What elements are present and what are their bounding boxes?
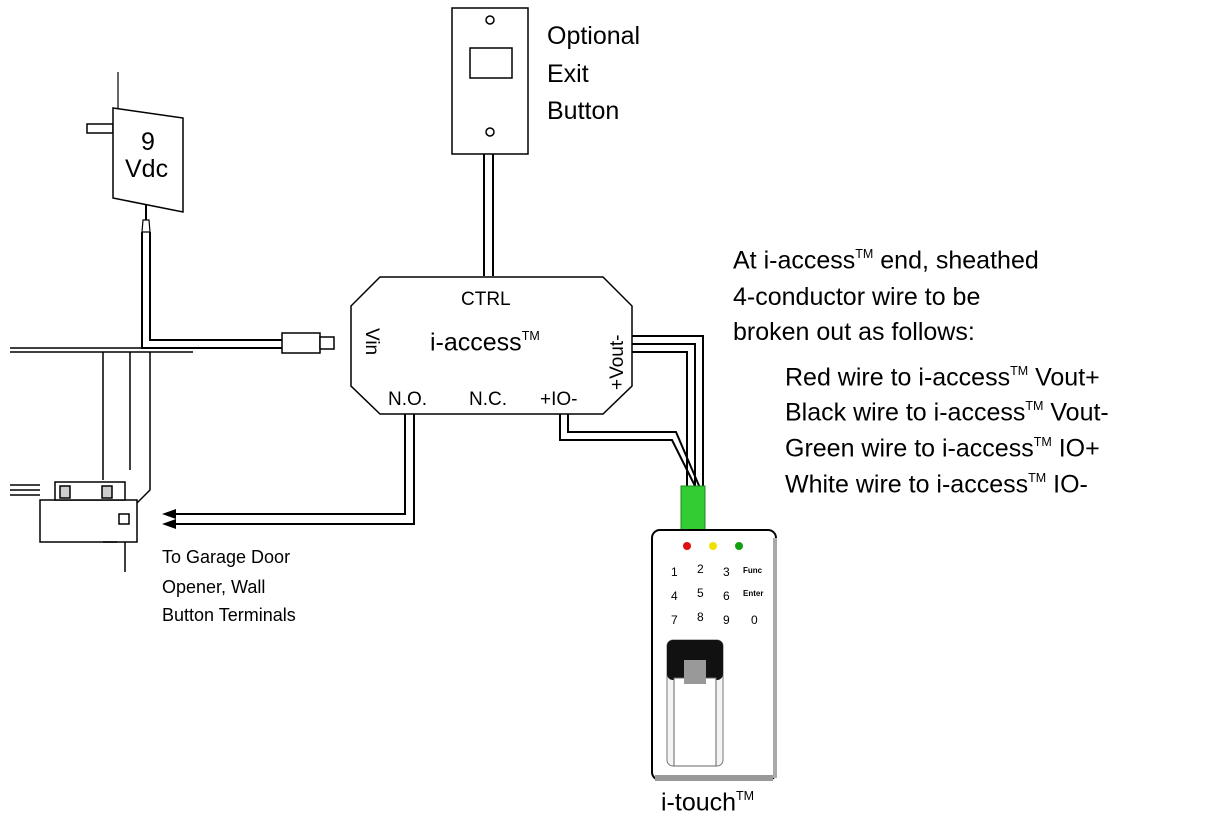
controller-box [350,276,633,415]
i-touch-label: i-touchTM [661,788,755,817]
note-line-2: 4-conductor wire to be [733,283,981,311]
sheathed-cable [680,485,706,531]
barrel-plug [281,332,335,354]
garage-arrows [162,509,176,529]
vout-wires [632,335,704,488]
garage-label-2: Opener, Wall [162,577,266,597]
controller-name: i-accessTM [430,328,540,357]
nc-label: N.C. [469,389,507,410]
wire-instruction-green: Green wire to i-accessTM IO+ [785,434,1100,463]
key-enter: Enter [743,589,764,598]
wire-instruction-red: Red wire to i-accessTM Vout+ [785,363,1100,392]
wire-instruction-white: White wire to i-accessTM IO- [785,470,1088,499]
no-label: N.O. [388,389,428,410]
io-label: +IO- [540,389,578,410]
power-supply-label-2: Vdc [125,155,169,183]
ctrl-label: CTRL [461,289,511,310]
i-touch-reader [651,529,777,781]
key-4: 4 [671,589,678,603]
key-func: Func [743,566,763,575]
garage-door-opener [10,347,193,572]
io-wires [559,414,701,489]
wire-instruction-black: Black wire to i-accessTM Vout- [785,398,1109,427]
exit-button-wire [483,154,494,276]
garage-label-1: To Garage Door [162,547,291,567]
key-7: 7 [671,613,678,627]
key-1: 1 [671,565,678,579]
exit-button-label-2: Exit [547,60,589,88]
power-cable [141,232,282,349]
key-3: 3 [723,565,730,579]
exit-button-label-1: Optional [547,22,641,50]
key-2: 2 [697,562,704,576]
key-5: 5 [697,586,704,600]
garage-wires [170,414,415,525]
note-line-3: broken out as follows: [733,318,975,346]
garage-label-3: Button Terminals [162,605,296,625]
vout-label: +Vout- [607,334,628,390]
key-9: 9 [723,613,730,627]
key-6: 6 [723,589,730,603]
key-0: 0 [751,613,758,627]
power-supply [86,72,184,233]
exit-button-label-3: Button [547,97,620,125]
note-line-1: At i-accessTM end, sheathed [733,246,1039,275]
vin-label: Vin [361,328,382,356]
power-supply-label-1: 9 [141,128,155,156]
key-8: 8 [697,610,704,624]
exit-button-plate [451,7,529,155]
